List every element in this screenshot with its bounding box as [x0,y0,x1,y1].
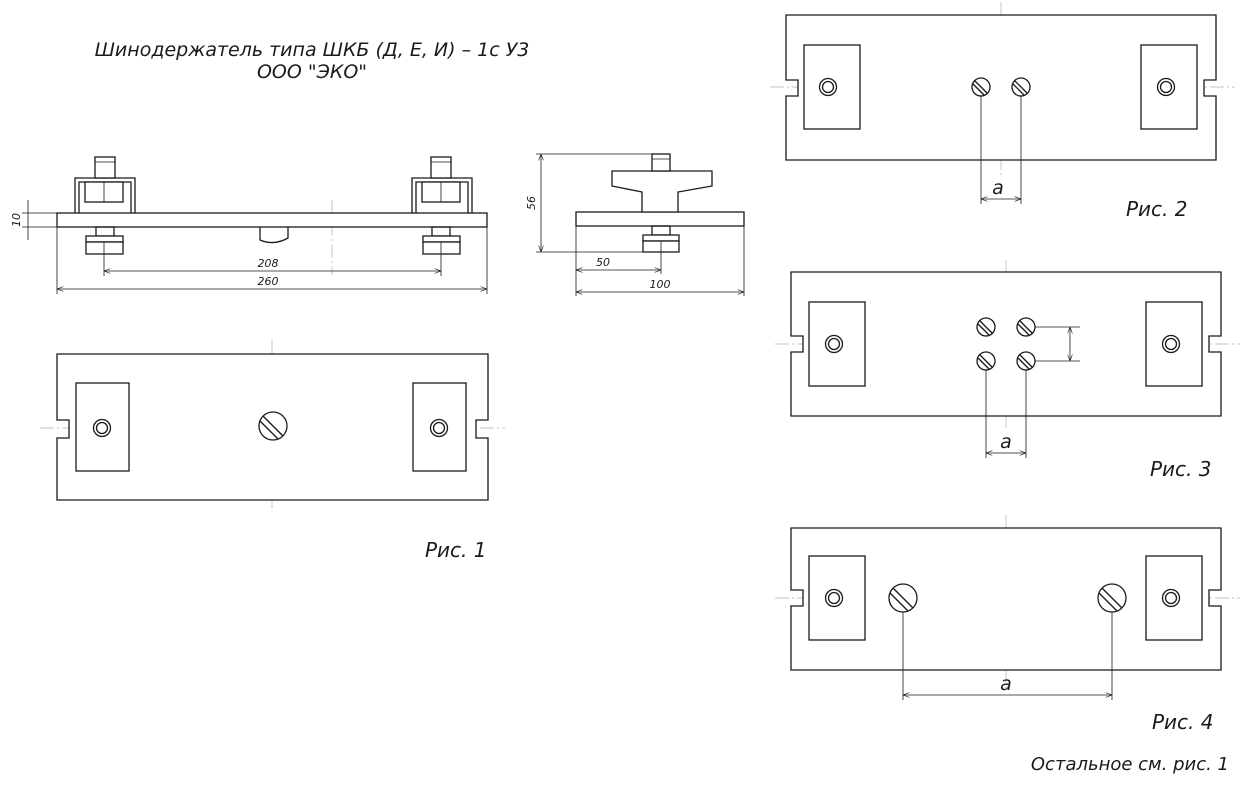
fig2-view: a [770,2,1235,204]
drawing-title: Шинодержатель типа ШКБ (Д, Е, И) – 1с У3… [95,39,530,83]
footnote: Остальное см. рис. 1 [1031,754,1229,775]
fig4-label-a: a [1000,673,1012,695]
caption-fig4: Рис. 4 [1152,710,1214,734]
dimension-height-10: 10 [10,200,57,240]
dim-label-10: 10 [10,213,23,227]
dimension-50: 50 [575,226,662,296]
fig3-label-a: a [1000,431,1012,453]
dimension-100: 100 [576,226,745,296]
side-view: 56 50 100 [525,153,745,296]
dimension-56: 56 [525,153,652,253]
dim-label-56: 56 [525,196,538,210]
fig1-plan-view [40,340,505,512]
dimension-260: 260 [56,227,488,294]
title-line-1: Шинодержатель типа ШКБ (Д, Е, И) – 1с У3 [95,39,530,61]
front-view: 10 208 260 [10,156,488,294]
fig4-view: a [775,515,1240,700]
caption-fig1: Рис. 1 [425,538,487,562]
dim-label-208: 208 [258,257,279,270]
caption-fig3: Рис. 3 [1150,457,1212,481]
fig2-label-a: a [992,177,1004,199]
dim-label-260: 260 [258,275,279,288]
title-line-2: ООО "ЭКО" [257,61,367,83]
left-bolt-assembly [74,156,136,255]
dim-label-100: 100 [650,278,671,291]
right-bolt-assembly [411,156,473,255]
dimension-208: 208 [103,254,442,276]
fig3-view: a [775,260,1240,458]
caption-fig2: Рис. 2 [1126,197,1188,221]
dim-label-50: 50 [596,256,610,269]
